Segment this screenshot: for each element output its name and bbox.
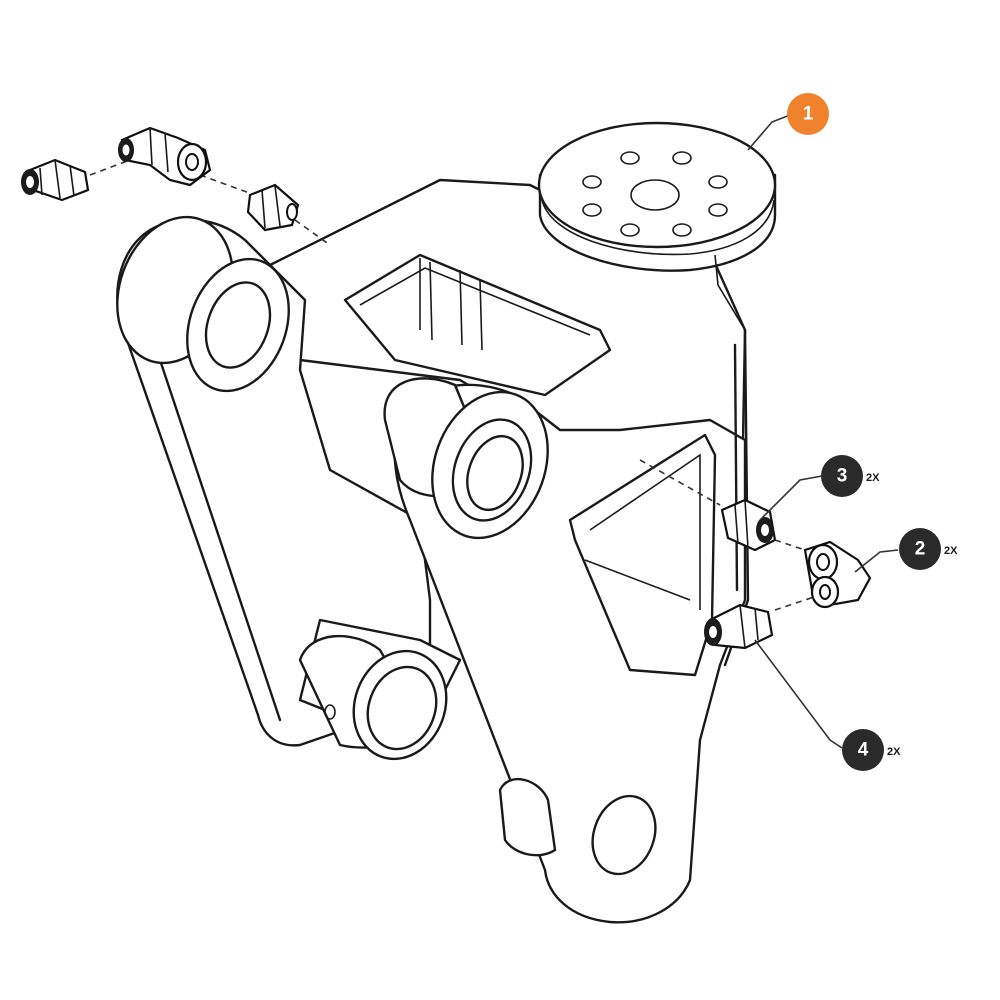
elbow-fitting-top: [118, 126, 212, 187]
callout-3-number: 3: [837, 466, 848, 487]
callout-2-number: 2: [915, 539, 926, 560]
callout-4-circle: [842, 729, 884, 771]
fitting-2-elbow: [803, 540, 872, 609]
leader-lines: [747, 114, 899, 749]
callout-4: 4 2X: [842, 729, 901, 771]
center-bushing: [383, 377, 549, 540]
callout-3-qty: 2X: [866, 472, 880, 484]
nipple-fitting-top: [246, 183, 300, 232]
callout-4-qty: 2X: [887, 746, 901, 758]
callout-3: 3 2X: [821, 455, 880, 497]
mounting-disc: [537, 121, 777, 331]
callout-2: 2 2X: [899, 528, 958, 570]
bolt-holes: [582, 151, 728, 237]
straight-adapter-fitting: [21, 158, 90, 202]
fitting-3: [720, 498, 777, 552]
top-left-fittings: [21, 126, 331, 246]
callout-1-circle: [787, 93, 829, 135]
callout-2-qty: 2X: [944, 545, 958, 557]
callout-2-circle: [899, 528, 941, 570]
lower-bushing: [298, 634, 448, 761]
lower-pivot-hole: [591, 794, 657, 876]
callout-3-circle: [821, 455, 863, 497]
callout-4-number: 4: [858, 740, 869, 761]
callout-1: 1: [787, 93, 829, 135]
fitting-4: [704, 603, 774, 650]
right-fittings: [639, 459, 872, 650]
upper-left-bushing: [116, 215, 290, 393]
callout-1-number: 1: [803, 104, 814, 125]
